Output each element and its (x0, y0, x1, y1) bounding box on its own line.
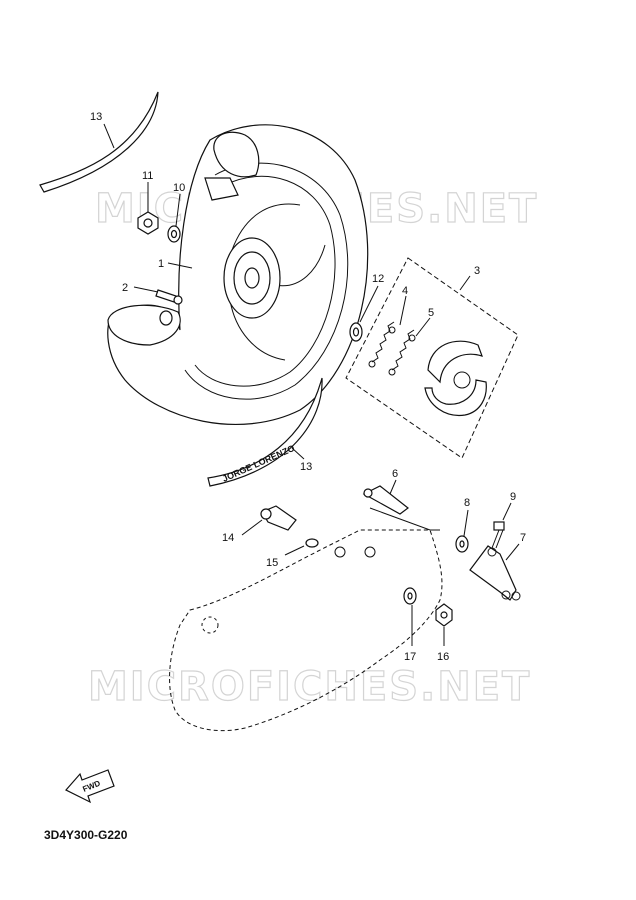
callout-2: 2 (122, 282, 128, 294)
washer-part-8 (455, 535, 469, 553)
bolt-part-9 (491, 521, 505, 549)
washer-part-12 (349, 322, 363, 342)
spring-part-5 (388, 329, 416, 376)
brake-shoe-kit-box (345, 257, 519, 459)
callout-16: 16 (437, 651, 449, 663)
brake-shoes (424, 340, 487, 416)
stripe-decal-upper (39, 91, 159, 193)
callout-13-upper: 13 (90, 111, 102, 123)
crankcase-cover-outline (169, 529, 443, 732)
callout-3: 3 (474, 265, 480, 277)
callout-13-lower: 13 (300, 461, 312, 473)
callout-1: 1 (158, 258, 164, 270)
callout-8: 8 (464, 497, 470, 509)
callout-7: 7 (520, 532, 526, 544)
leader-lines (103, 123, 520, 646)
decal-lettering: JORGE LORENZO (221, 443, 296, 484)
diagram-code: 3D4Y300-G220 (44, 828, 128, 842)
rear-wheel (107, 124, 369, 426)
washer-part-17 (403, 587, 417, 605)
callout-labels: 13 11 10 1 2 12 3 4 5 13 6 8 9 7 14 15 1… (90, 111, 526, 663)
brake-lever-part-7 (469, 545, 521, 601)
spring-part-4 (368, 321, 396, 368)
callout-11: 11 (142, 170, 153, 182)
bolt-part-14 (260, 505, 297, 531)
callout-14: 14 (222, 532, 234, 544)
o-ring-part-15 (305, 538, 319, 548)
callout-12: 12 (372, 273, 384, 285)
callout-17: 17 (404, 651, 416, 663)
callout-4: 4 (402, 285, 408, 297)
nut-part-11 (137, 211, 159, 235)
callout-15: 15 (266, 557, 278, 569)
callout-5: 5 (428, 307, 434, 319)
callout-10: 10 (173, 182, 185, 194)
forward-arrow-icon: FWD (65, 769, 115, 804)
washer-part-10 (167, 225, 181, 243)
callout-6: 6 (392, 468, 398, 480)
valve-part-2 (155, 289, 183, 305)
callout-9: 9 (510, 491, 516, 503)
nut-part-16 (435, 603, 453, 627)
shaft-part-6 (362, 485, 409, 515)
